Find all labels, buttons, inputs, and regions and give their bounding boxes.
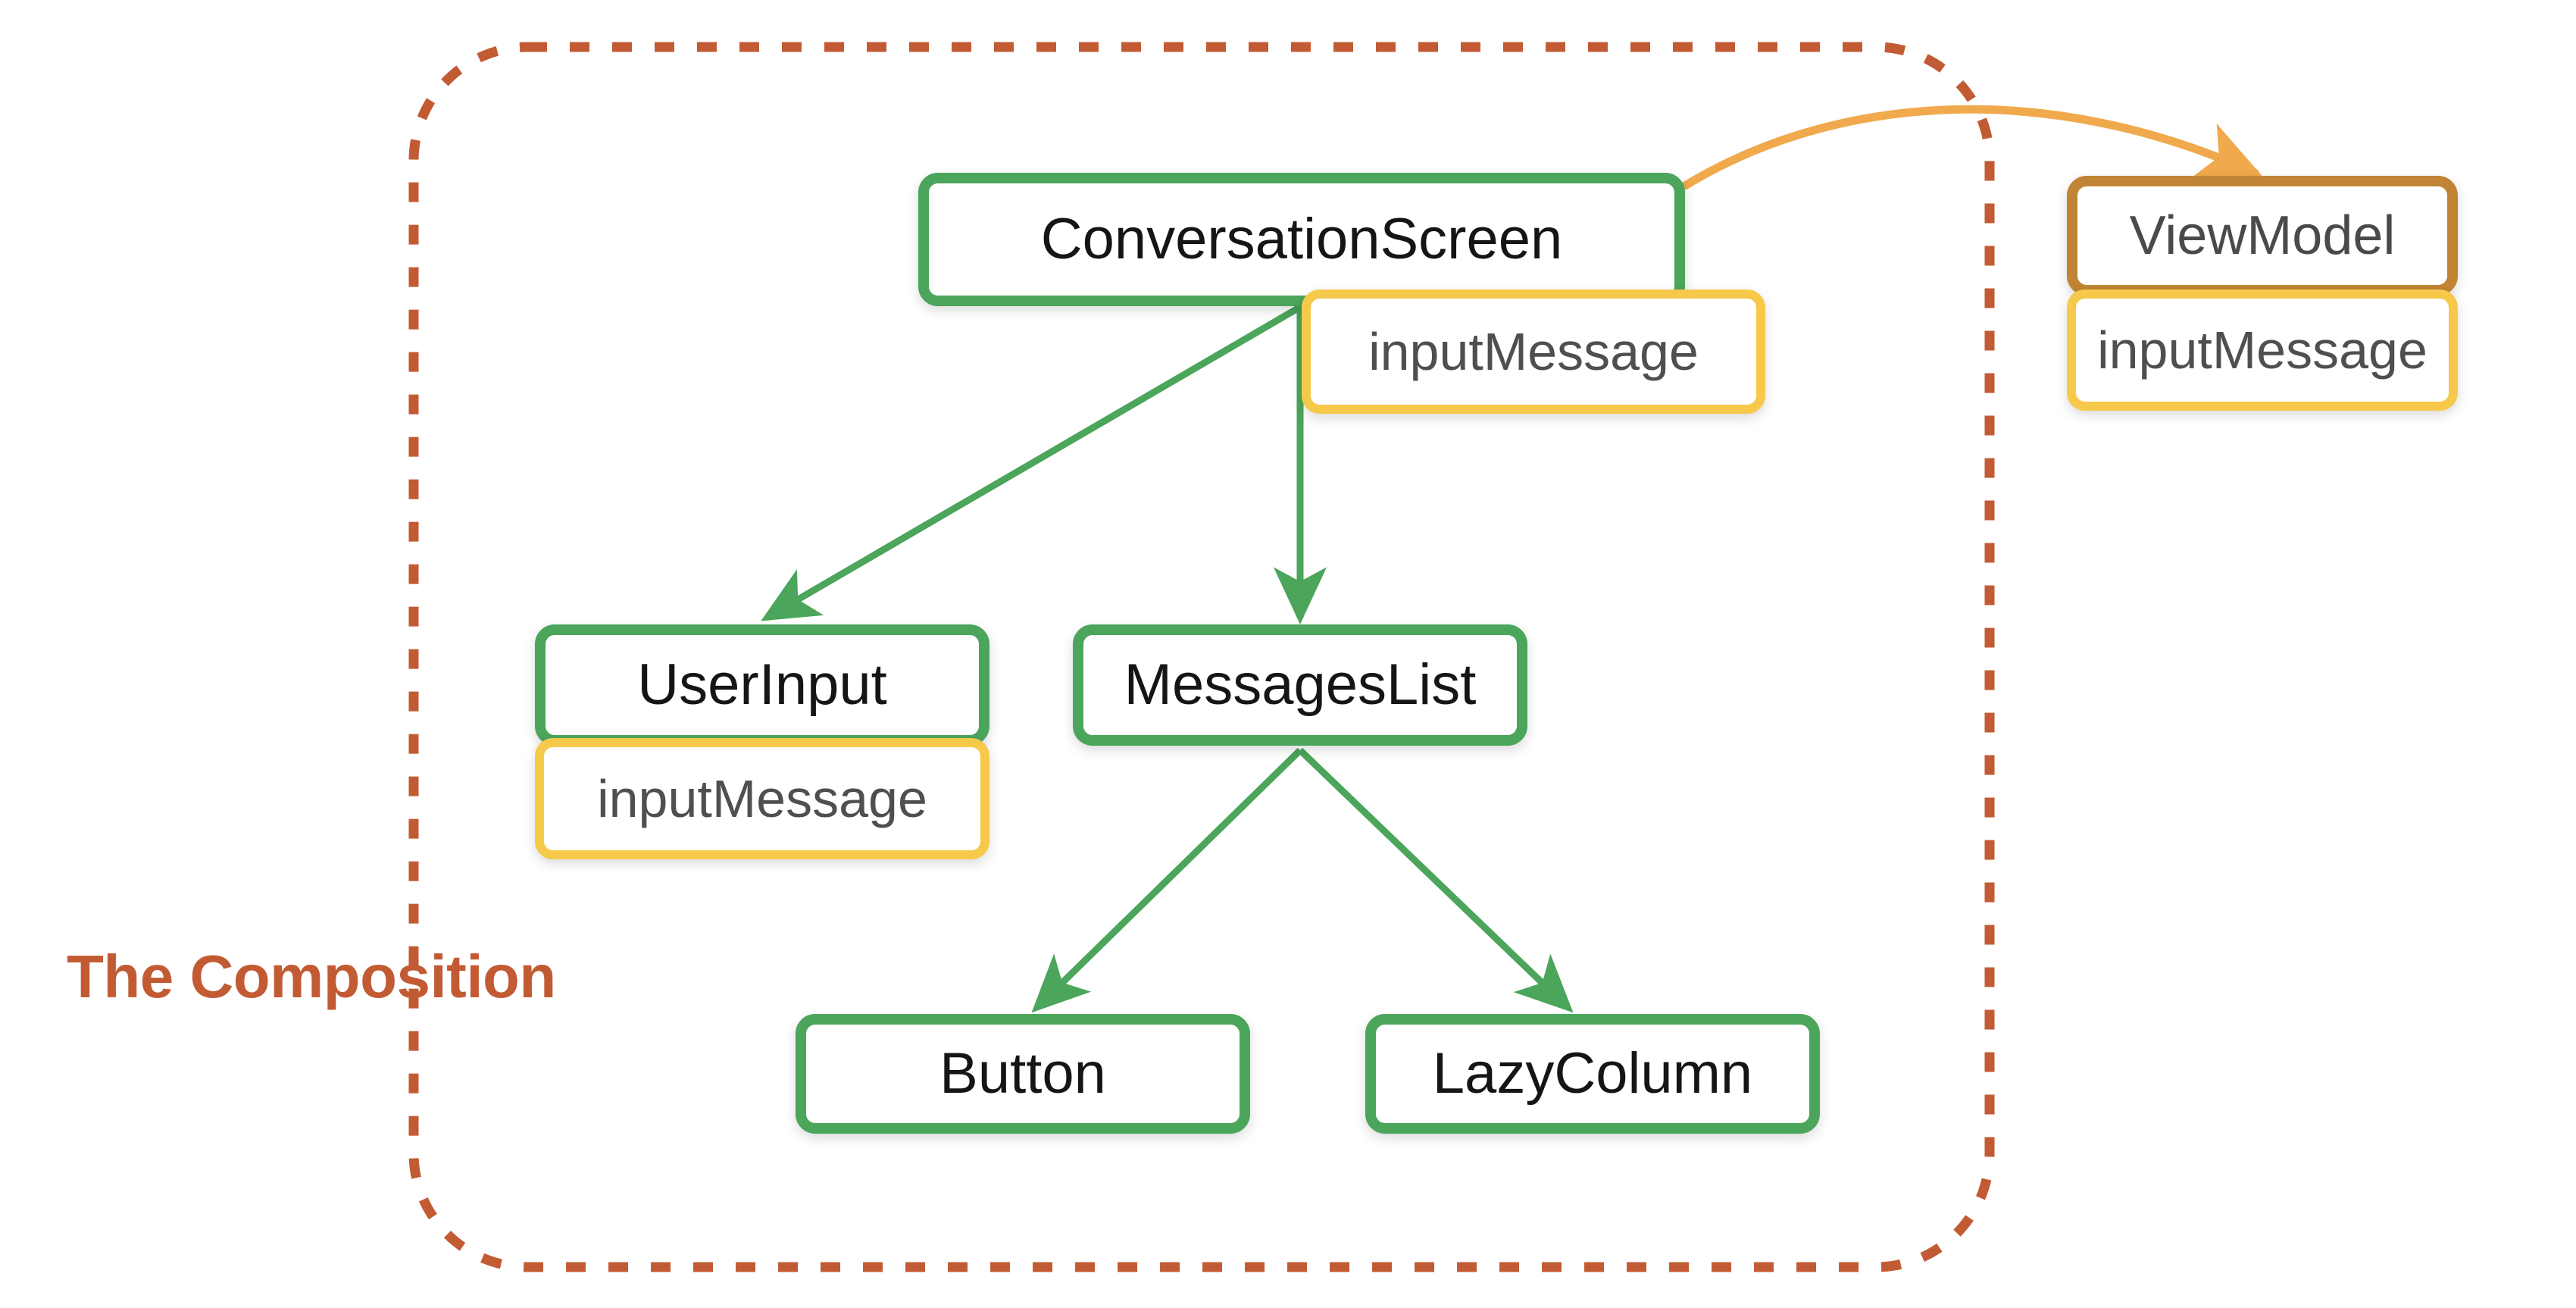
node-button-label: Button xyxy=(939,1041,1106,1106)
node-messages-list-label: MessagesList xyxy=(1124,652,1477,717)
node-view-model-state[interactable]: inputMessage xyxy=(2067,289,2458,411)
node-button[interactable]: Button xyxy=(796,1014,1250,1134)
edge-conversation-to-viewmodel xyxy=(1680,105,2263,190)
node-view-model[interactable]: ViewModel xyxy=(2067,176,2458,296)
node-conversation-screen-state[interactable]: inputMessage xyxy=(1302,289,1765,414)
node-messages-list[interactable]: MessagesList xyxy=(1073,624,1527,746)
edge-messageslist-to-lazycolumn xyxy=(1297,747,1574,1013)
node-user-input-state-label: inputMessage xyxy=(597,769,927,828)
node-conversation-screen-state-label: inputMessage xyxy=(1368,322,1699,381)
node-user-input-state[interactable]: inputMessage xyxy=(535,738,989,859)
node-conversation-screen-label: ConversationScreen xyxy=(1040,207,1563,271)
node-user-input[interactable]: UserInput xyxy=(535,624,989,746)
edge-messageslist-to-button xyxy=(1031,747,1303,1013)
composition-boundary-label: The Composition xyxy=(67,943,556,1010)
node-user-input-label: UserInput xyxy=(637,652,887,717)
node-lazy-column[interactable]: LazyColumn xyxy=(1365,1014,1820,1134)
node-view-model-label: ViewModel xyxy=(2129,205,2396,266)
edge-conversation-to-userinput xyxy=(761,303,1304,621)
node-lazy-column-label: LazyColumn xyxy=(1432,1041,1753,1106)
node-view-model-state-label: inputMessage xyxy=(2097,321,2428,380)
node-conversation-screen[interactable]: ConversationScreen xyxy=(918,173,1685,306)
